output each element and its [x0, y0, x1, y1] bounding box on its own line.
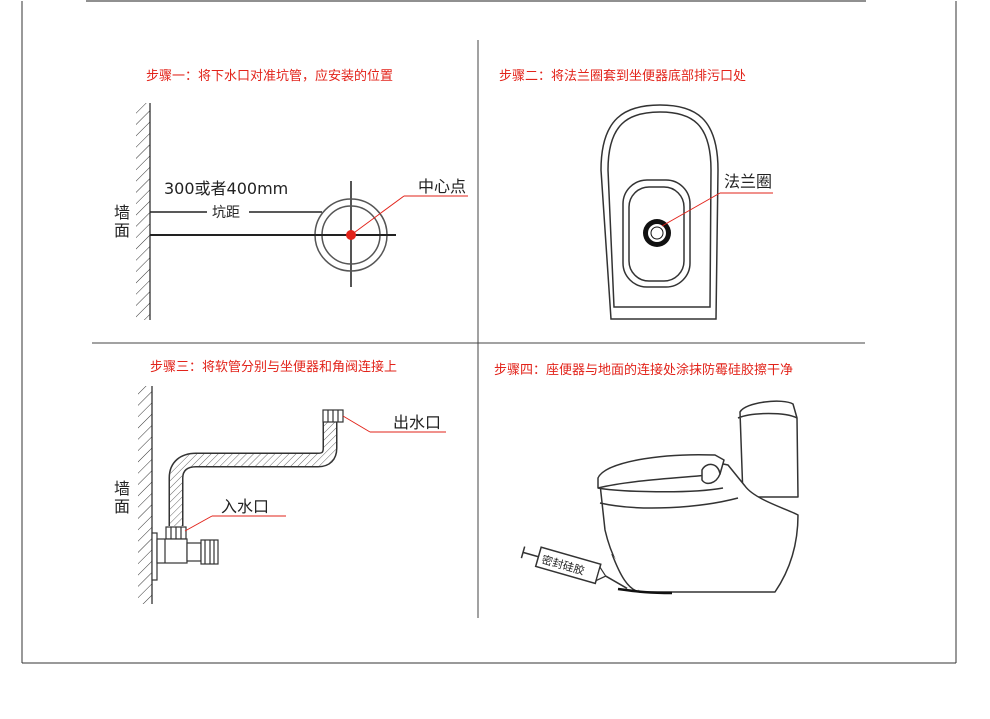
flange-label: 法兰圈 [724, 172, 772, 191]
distance-label: 300或者400mm [164, 179, 288, 198]
wall-label-top: 墙 [114, 479, 130, 498]
step-2-title: 步骤二：将法兰圈套到坐便器底部排污口处 [499, 68, 746, 84]
wall-label-bottom: 面 [114, 221, 130, 240]
step-3-panel: 步骤三：将软管分别与坐便器和角阀连接上 墙 面 出水口 [114, 359, 446, 604]
inlet-label: 入水口 [221, 497, 269, 516]
wall-hatch [136, 103, 151, 320]
step-1-panel: 步骤一：将下水口对准坑管，应安装的位置 墙 面 300或者400mm 坑距 中心… [114, 68, 468, 320]
outlet-nut [322, 409, 344, 423]
toilet-side-view [597, 400, 799, 593]
wall-label-bottom: 面 [114, 497, 130, 516]
step-2-panel: 步骤二：将法兰圈套到坐便器底部排污口处 法兰圈 [499, 68, 773, 320]
flexible-hose [168, 420, 338, 526]
step-4-title: 步骤四：座便器与地面的连接处涂抹防霉硅胶擦干净 [494, 362, 793, 378]
wall-label-top: 墙 [114, 203, 130, 222]
toilet-top-view [600, 104, 719, 320]
panel-dividers [92, 40, 865, 618]
step-1-title: 步骤一：将下水口对准坑管，应安装的位置 [146, 68, 393, 84]
flange-ring [643, 219, 671, 247]
wall-hatch-step3 [138, 386, 153, 604]
outer-frame [21, 0, 957, 664]
outlet-label: 出水口 [393, 413, 441, 432]
pipe-distance-label: 坑距 [212, 205, 240, 221]
step-3-title: 步骤三：将软管分别与坐便器和角阀连接上 [150, 359, 397, 375]
angle-valve [151, 526, 219, 581]
step-4-panel: 步骤四：座便器与地面的连接处涂抹防霉硅胶擦干净 密封硅胶 [494, 362, 799, 595]
center-point-label: 中心点 [418, 177, 466, 196]
sealant-tube: 密封硅胶 [520, 546, 628, 590]
sealant-bead [617, 587, 673, 595]
